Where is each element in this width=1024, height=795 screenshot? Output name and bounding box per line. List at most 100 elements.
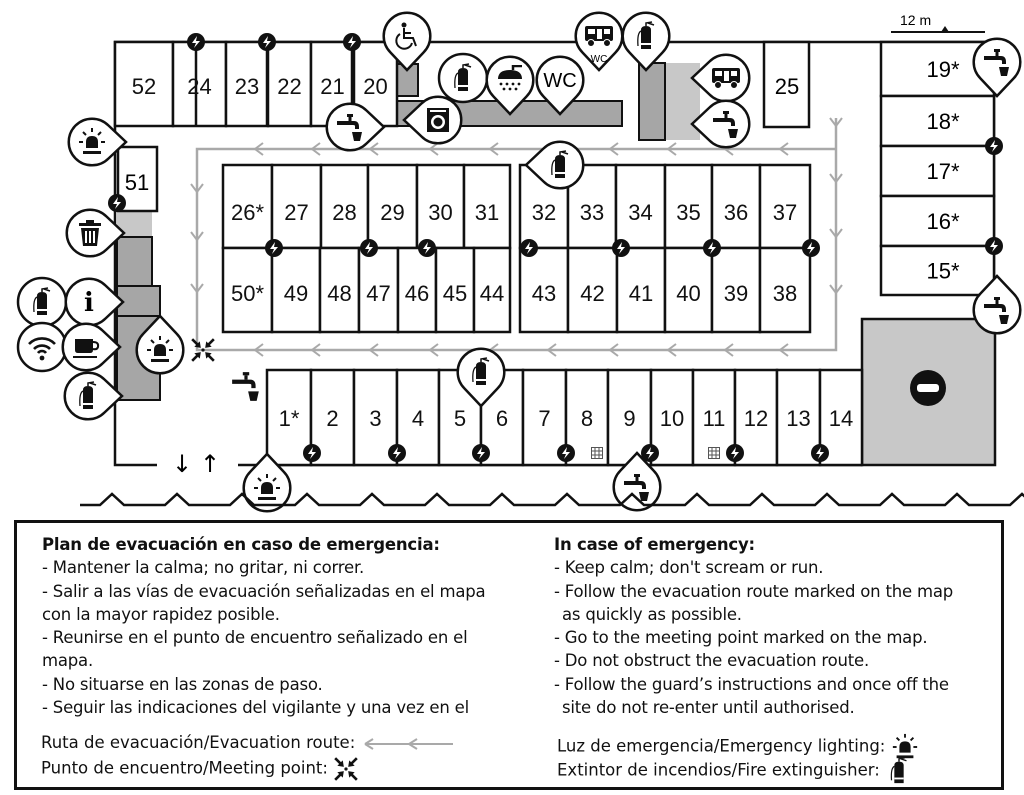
marker-outline <box>16 321 68 373</box>
wc-marker[interactable]: WC <box>535 55 585 116</box>
pitch[interactable]: 52 <box>113 40 175 128</box>
pitch[interactable]: 39 <box>710 246 762 334</box>
accessible-wc-marker[interactable] <box>382 11 432 72</box>
pitch[interactable]: 41 <box>615 246 667 334</box>
pitch[interactable]: 24 <box>171 40 228 128</box>
fire-extinguisher-marker[interactable] <box>621 11 671 72</box>
marker-outline <box>690 99 751 149</box>
fire-extinguisher-marker[interactable] <box>456 347 506 408</box>
water-tap-marker[interactable] <box>972 274 1022 335</box>
cafe-marker[interactable] <box>61 322 122 372</box>
pitch[interactable]: 42 <box>566 246 619 334</box>
pitch[interactable]: 25 <box>762 40 811 129</box>
pitch-number: 48 <box>327 281 351 306</box>
power-point-icon <box>108 194 126 212</box>
pitch[interactable]: 29 <box>366 163 419 250</box>
pitch-number: 10 <box>660 406 684 431</box>
water-tap-marker[interactable] <box>612 451 662 512</box>
pitch-outline <box>879 144 996 198</box>
pitch[interactable]: 28 <box>319 163 370 250</box>
instruction-line: - Mantener la calma; no gritar, ni corre… <box>42 558 365 578</box>
route-arrow-icon <box>428 142 439 156</box>
marker-outline <box>382 11 432 72</box>
pitch-number: 45 <box>443 281 467 306</box>
route-arrow-icon <box>363 737 453 750</box>
pitch-number: 35 <box>676 200 700 225</box>
pitch-number: 5 <box>454 406 466 431</box>
camper-service-marker[interactable] <box>690 53 751 103</box>
pitch[interactable]: 27 <box>270 163 323 250</box>
legend-meeting-label: Punto de encuentro/Meeting point: <box>41 758 328 778</box>
emergency-light-marker[interactable] <box>135 314 185 375</box>
pitch[interactable]: 43 <box>518 246 570 334</box>
wifi-marker[interactable] <box>16 321 68 373</box>
fire-extinguisher-marker[interactable] <box>63 371 124 421</box>
pitch[interactable]: 18* <box>879 94 996 148</box>
water-tap-marker[interactable] <box>972 37 1022 98</box>
pitch[interactable]: 30 <box>415 163 466 250</box>
pitch[interactable]: 45 <box>434 246 476 334</box>
shower-marker[interactable] <box>485 55 535 116</box>
pitch[interactable]: 46 <box>396 246 438 334</box>
route-arrow-icon <box>666 142 677 156</box>
pitch-number: 18* <box>926 109 959 134</box>
pitch-outline <box>357 246 400 334</box>
pitch-outline <box>270 246 322 334</box>
pitch-outline <box>758 163 812 250</box>
power-point-icon <box>726 444 744 462</box>
fire-extinguisher-marker[interactable] <box>16 276 68 328</box>
route-arrow-icon <box>253 343 264 357</box>
pitch-outline <box>521 368 568 467</box>
laundry-marker[interactable] <box>402 95 463 145</box>
camper-wc-marker[interactable]: WC <box>574 11 624 72</box>
pitch[interactable]: 22 <box>266 40 313 128</box>
fire-extinguisher-marker[interactable] <box>437 52 489 104</box>
route-line <box>195 118 838 352</box>
pitch-number: 49 <box>284 281 308 306</box>
pitch[interactable]: 15* <box>879 244 996 297</box>
pitch[interactable]: 17* <box>879 144 996 198</box>
pitch-outline <box>113 40 175 128</box>
pitch[interactable]: 47 <box>357 246 400 334</box>
pitch-number: 16* <box>926 209 959 234</box>
pitch[interactable]: 1* <box>265 368 313 467</box>
pitch-number: 14 <box>829 406 853 431</box>
pitch-number: 28 <box>332 200 356 225</box>
pitch[interactable]: 23 <box>224 40 270 128</box>
pitch[interactable]: 36 <box>710 163 762 250</box>
pitch[interactable]: 44 <box>472 246 512 334</box>
instruction-line: as quickly as possible. <box>562 604 742 624</box>
pitch[interactable]: 35 <box>663 163 714 250</box>
marker-outline <box>63 371 124 421</box>
emergency-light-marker[interactable] <box>242 452 292 513</box>
pitch[interactable]: 40 <box>663 246 714 334</box>
fire-extinguisher-marker[interactable] <box>524 140 585 190</box>
pitch[interactable]: 37 <box>758 163 812 250</box>
building-service <box>638 62 666 141</box>
emergency-light-marker[interactable] <box>67 117 128 167</box>
pitch[interactable]: 7 <box>521 368 568 467</box>
pitch-number: 27 <box>284 200 308 225</box>
pitch-number: 17* <box>926 159 959 184</box>
power-point-icon <box>303 444 321 462</box>
water-tap-marker[interactable] <box>325 102 386 152</box>
pitch[interactable]: 49 <box>270 246 322 334</box>
pitch-outline <box>762 40 811 129</box>
pitch[interactable]: 26* <box>221 163 274 250</box>
pitch[interactable]: 34 <box>614 163 667 250</box>
pitch[interactable]: 38 <box>758 246 812 334</box>
water-tap-icon <box>232 372 259 401</box>
water-tap-marker[interactable] <box>690 99 751 149</box>
pitch[interactable]: 31 <box>462 163 512 250</box>
power-point-icon <box>703 239 721 257</box>
power-point-icon <box>187 33 205 51</box>
legend-extinguisher: Extintor de incendios/Fire extinguisher: <box>557 756 913 786</box>
instructions-title-en: In case of emergency: <box>554 535 755 554</box>
trash-marker[interactable] <box>65 208 126 258</box>
pitch[interactable]: 50* <box>221 246 274 334</box>
pitch-outline <box>566 246 619 334</box>
pitch-number: 2 <box>326 406 338 431</box>
pitch[interactable]: 48 <box>318 246 361 334</box>
pitch[interactable]: 16* <box>879 194 996 248</box>
entrance-arrows: ↓ ↑ <box>172 450 220 478</box>
